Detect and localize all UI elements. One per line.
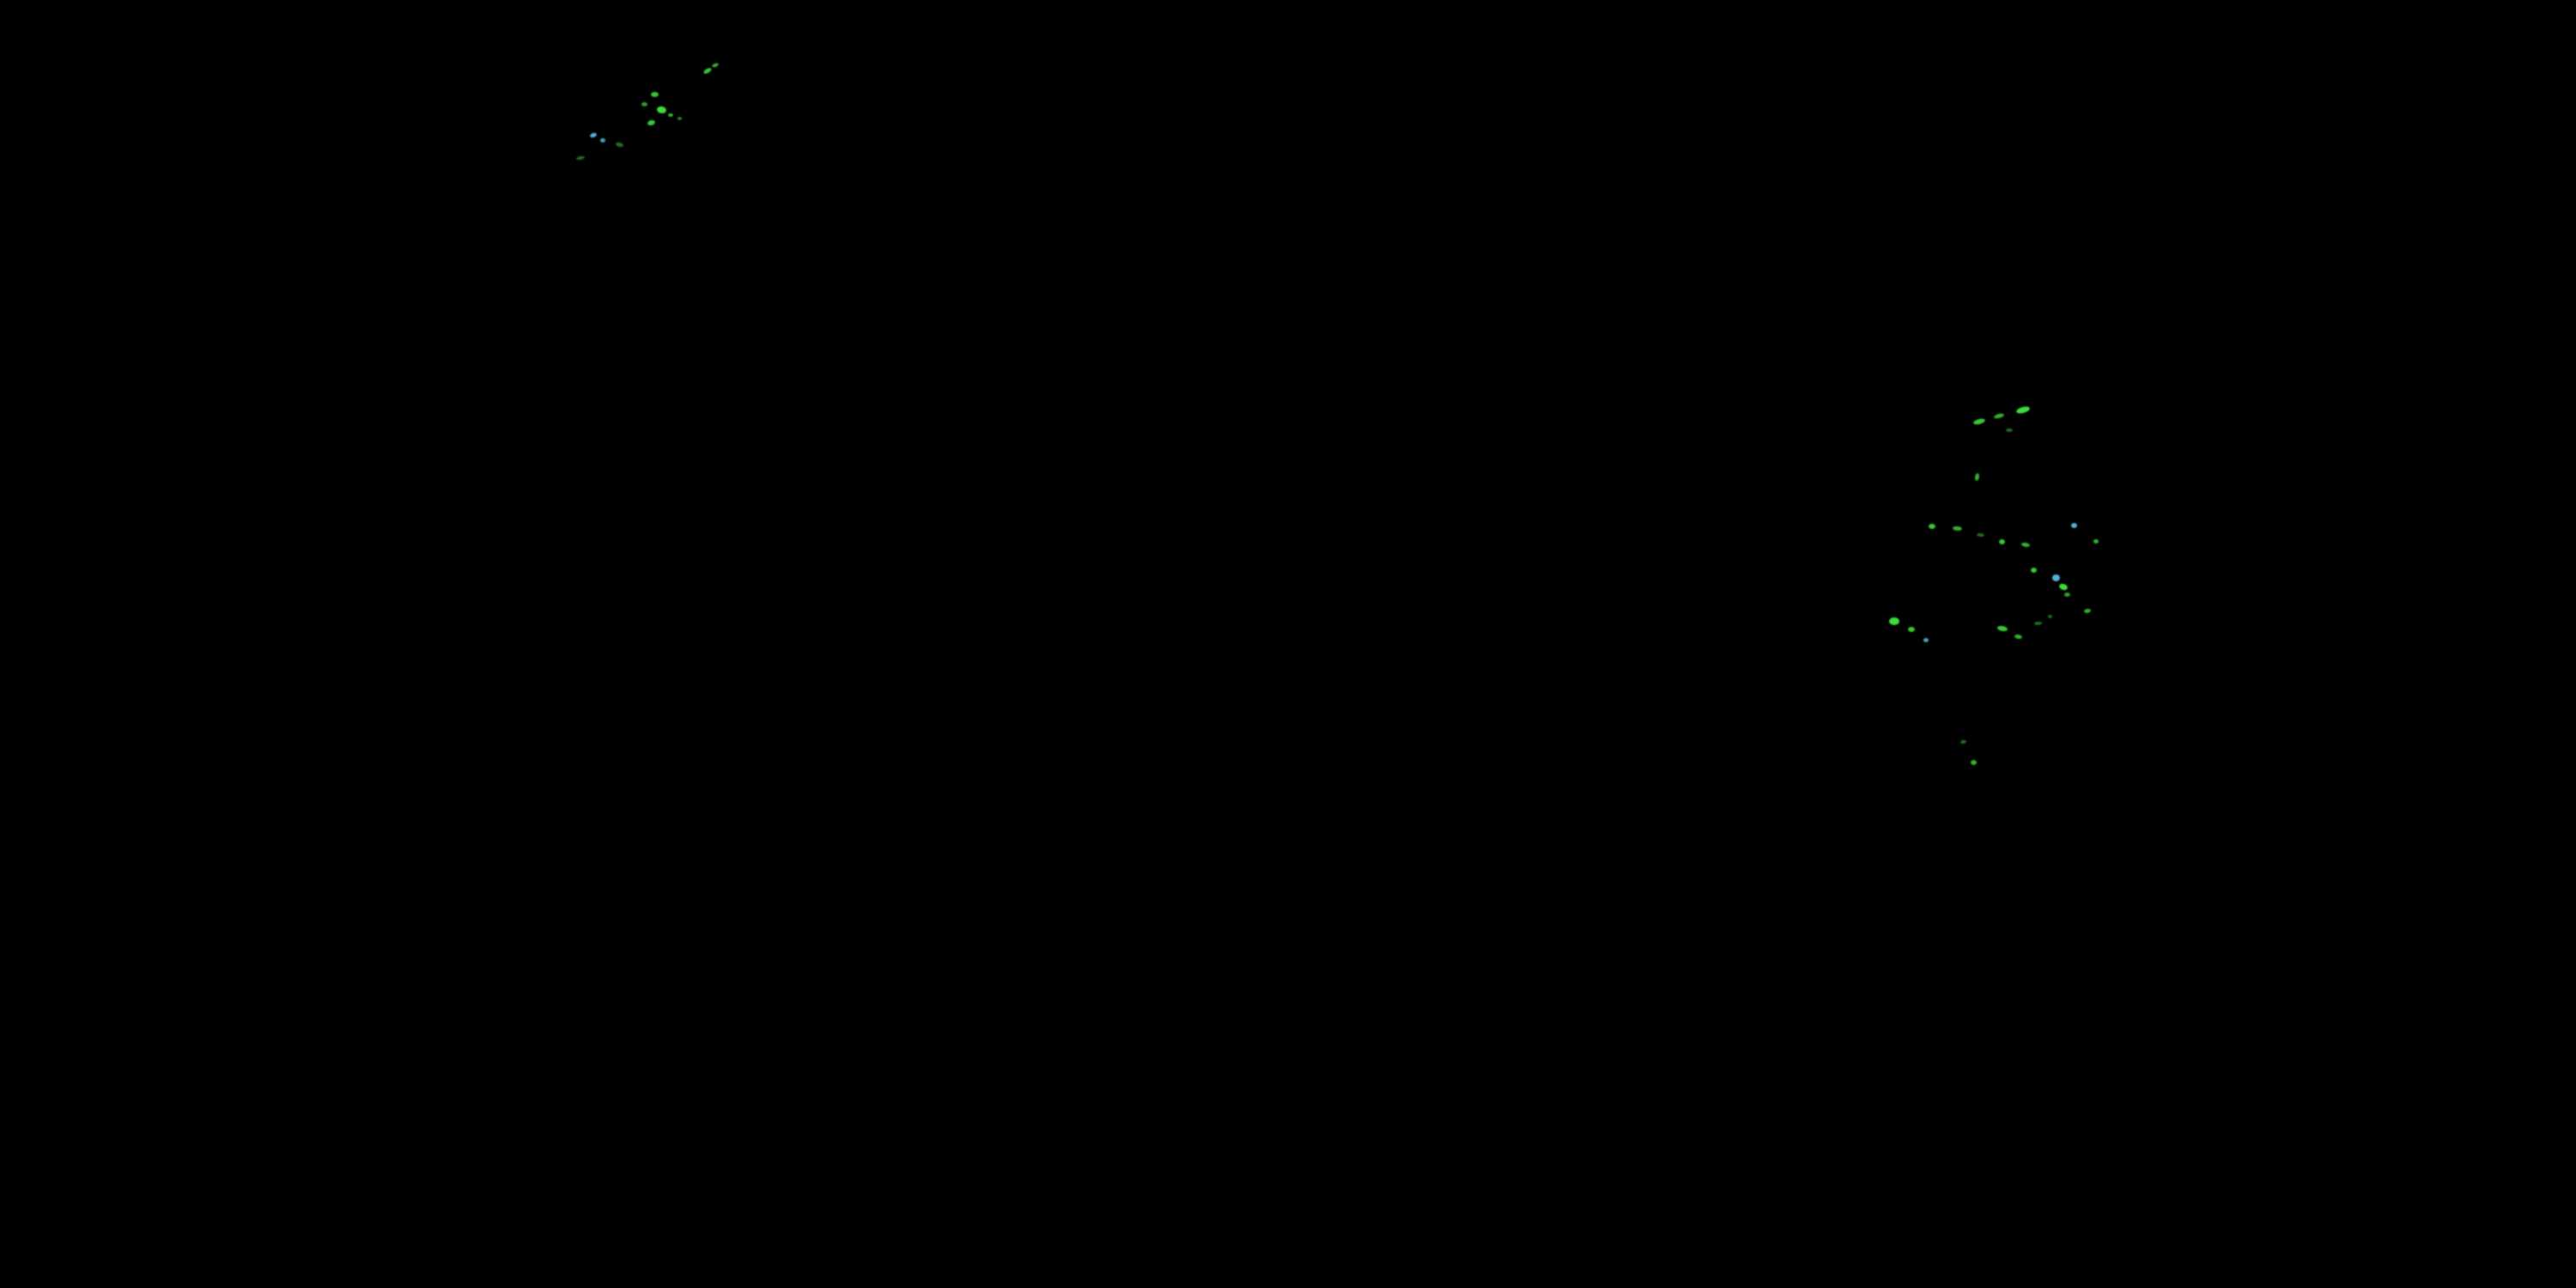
speck [2064, 592, 2070, 597]
speck [1971, 760, 1977, 765]
speck [2093, 539, 2099, 544]
speck [1974, 472, 1980, 482]
speck [2058, 582, 2069, 592]
speck [1972, 417, 1986, 426]
speck [1976, 532, 1985, 538]
speck [1923, 638, 1929, 642]
speck [2052, 574, 2060, 581]
speck [677, 117, 682, 120]
speck [600, 138, 605, 143]
speck [2071, 523, 2077, 528]
speck [651, 92, 659, 97]
speck [711, 62, 720, 69]
speck [575, 155, 586, 161]
speck [2048, 615, 2052, 618]
speck [1959, 739, 1967, 744]
speck [2015, 405, 2031, 415]
speck [1993, 412, 2005, 420]
speck [668, 113, 673, 117]
speck [702, 66, 713, 76]
speck [615, 141, 624, 149]
speck [2014, 634, 2023, 640]
speck [656, 106, 667, 114]
speck [2031, 568, 2037, 573]
speck [2083, 608, 2092, 614]
speck [1929, 524, 1935, 529]
speck [1908, 627, 1915, 632]
speck [1952, 526, 1963, 532]
speck [647, 118, 656, 127]
speck [1889, 617, 1899, 625]
speck [1996, 625, 2008, 632]
speck [589, 131, 598, 139]
speck [2020, 542, 2031, 548]
speck [641, 102, 647, 106]
speck [2033, 621, 2043, 626]
speck [2006, 428, 2013, 432]
speck [1999, 539, 2005, 544]
